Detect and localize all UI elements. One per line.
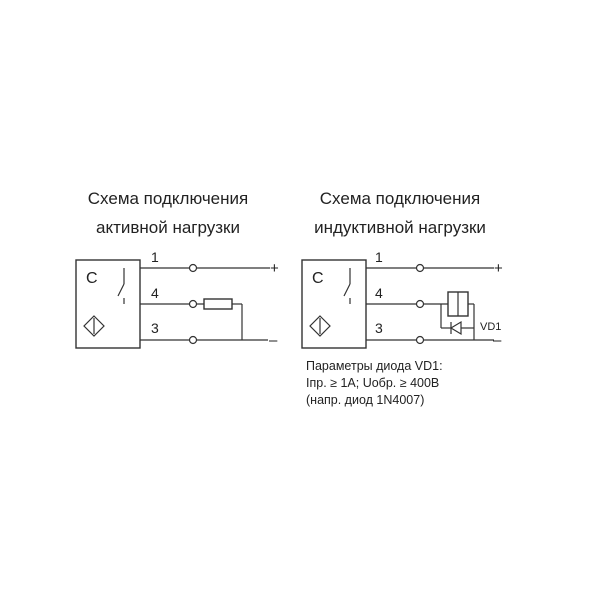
left-switch-icon [117,268,125,304]
inductive-load-diagram: Схема подключения индуктивной нагрузки C [301,189,503,407]
right-pin-1: 1 [375,249,383,265]
diode-note-line3: (напр. диод 1N4007) [306,393,424,407]
right-minus: – [493,332,502,349]
left-load-resistor-icon [203,298,233,310]
left-title-line2: активной нагрузки [96,218,240,237]
left-sensor-body [75,259,141,349]
right-title-line1: Схема подключения [320,189,480,208]
diode-note-line2: Iпр. ≥ 1A; Uобр. ≥ 400B [306,376,439,390]
left-terminal-3 [188,335,198,345]
left-pin-3: 3 [151,320,159,336]
right-sensor-symbol-icon [309,315,331,337]
right-sensor-label: C [312,270,324,287]
left-terminal-1 [188,263,198,273]
diode-label: VD1 [480,321,501,333]
left-pin-4: 4 [151,285,159,301]
left-title-line1: Схема подключения [88,189,248,208]
right-terminal-4 [415,299,425,309]
right-pin-3: 3 [375,320,383,336]
left-sensor-symbol-icon [83,315,105,337]
relay-coil-icon [447,291,469,317]
active-load-diagram: Схема подключения активной нагрузки C 1 … [75,189,279,349]
right-terminal-1 [415,263,425,273]
right-switch-icon [343,268,351,304]
left-minus: – [269,332,278,349]
left-terminal-4 [188,299,198,309]
diode-note-line1: Параметры диода VD1: [306,359,443,373]
left-sensor-label: C [86,270,98,287]
right-title-line2: индуктивной нагрузки [314,218,486,237]
right-plus: + [494,260,503,277]
left-plus: + [270,260,279,277]
left-pin-1: 1 [151,249,159,265]
right-sensor-body [301,259,367,349]
diode-vd1-icon [440,304,474,336]
right-pin-4: 4 [375,285,383,301]
right-terminal-3 [415,335,425,345]
